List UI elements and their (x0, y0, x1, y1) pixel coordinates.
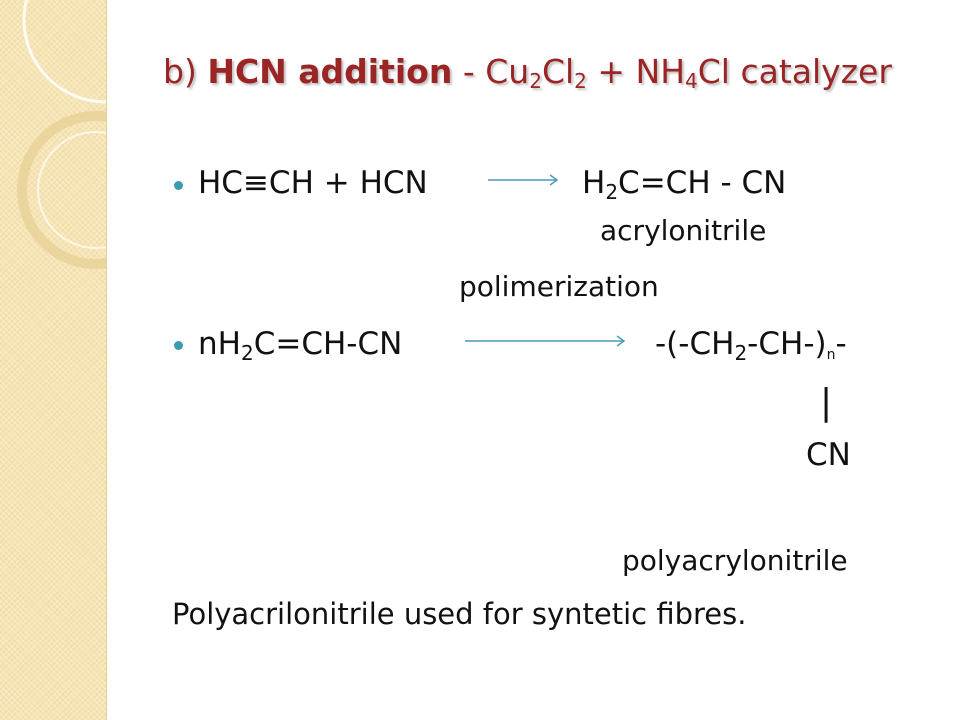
reaction1-product-label: acrylonitrile (600, 214, 767, 247)
reaction1-reactants: HC≡CH + HCN (198, 165, 428, 201)
reaction2-reactant: nH2C=CH-CN (198, 326, 403, 365)
reaction2-arrow-icon (465, 335, 626, 347)
reaction2-bond: | (820, 382, 833, 423)
slide-note: Polyacrilonitrile used for syntetic fibr… (172, 597, 747, 631)
reaction2-substituent: CN (806, 437, 851, 473)
reaction2-condition: polimerization (459, 270, 659, 303)
reaction1-arrow-icon (488, 174, 559, 186)
reaction2-product-label: polyacrylonitrile (622, 544, 848, 577)
slide-title: b) HCN addition - Cu2Cl2 + NH4Cl catalyz… (163, 52, 892, 93)
decorative-sidebar (0, 0, 107, 720)
bullet-icon (174, 181, 183, 190)
reaction1-product: H2C=CH - CN (582, 165, 787, 204)
reaction2-product: -(-CH2-CH-)n- (655, 326, 847, 365)
circle-ornament-icon (17, 0, 106, 269)
bullet-icon (174, 341, 183, 350)
